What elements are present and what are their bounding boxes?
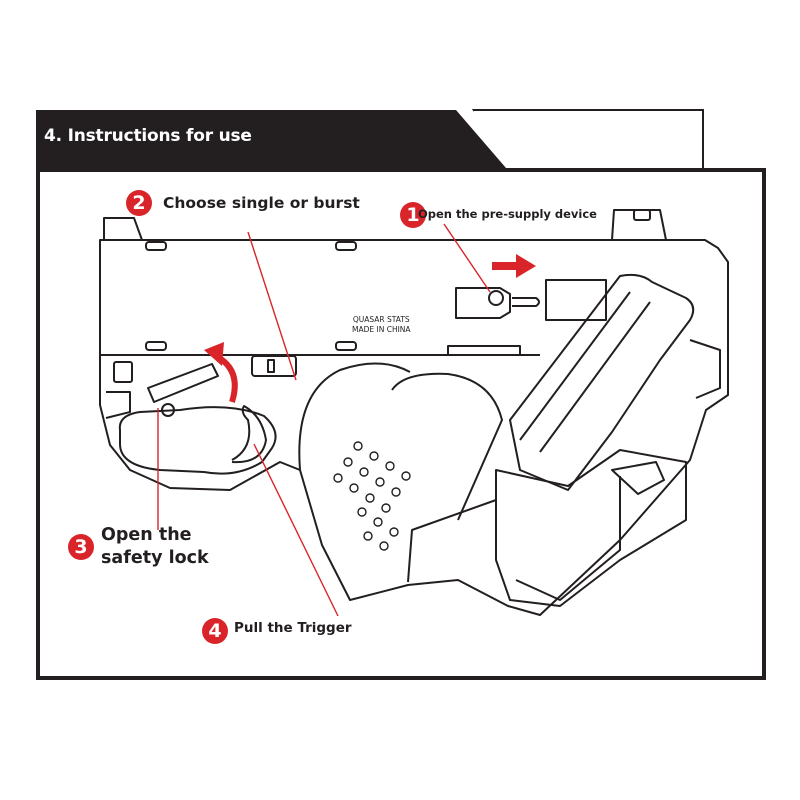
step-3-badge: 3 (68, 534, 94, 560)
step-3-label-line-1: Open the (101, 525, 192, 545)
grip-texture (333, 441, 411, 551)
stock (495, 449, 687, 607)
header-bar (36, 110, 506, 168)
front-sight (611, 209, 667, 241)
callout-lines (157, 223, 491, 617)
step-2-badge: 2 (126, 190, 152, 216)
manufacturer-stamp: QUASAR STATS MADE IN CHINA (352, 315, 411, 335)
step-2-label: Choose single or burst (163, 194, 360, 212)
pre-supply-latch (455, 287, 511, 319)
device-body-outline (99, 239, 729, 616)
trigger-guard (118, 406, 277, 475)
step-4-badge: 4 (202, 618, 228, 644)
step-4-label: Pull the Trigger (234, 620, 352, 636)
safety-lever (147, 363, 219, 403)
trigger (231, 405, 267, 464)
step-1-label: Open the pre-supply device (418, 207, 597, 221)
magazine (509, 273, 695, 491)
rear-sight (103, 217, 143, 241)
section-title: 4. Instructions for use (44, 126, 252, 146)
step-3-label: Open the safety lock (101, 524, 209, 570)
step-1-badge: 1 (400, 202, 426, 228)
slide-arrow (492, 254, 536, 278)
stamp-line-1: QUASAR STATS (352, 315, 410, 324)
fire-selector (251, 355, 297, 377)
diagram-frame (36, 168, 766, 680)
header-tab-decoration (472, 109, 704, 169)
stamp-line-2: MADE IN CHINA (352, 325, 411, 334)
step-3-label-line-2: safety lock (101, 548, 209, 568)
grip (298, 362, 411, 471)
